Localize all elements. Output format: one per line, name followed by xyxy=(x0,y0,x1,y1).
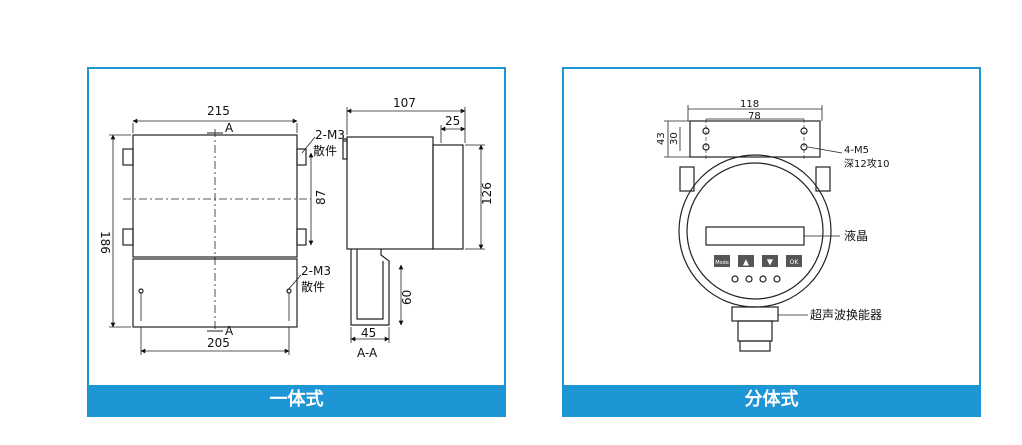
callout-lower-screw: 2-M3 xyxy=(301,264,331,278)
dim-60: 60 xyxy=(400,290,414,305)
mounting-bracket xyxy=(689,120,821,158)
callout-lcd: 液晶 xyxy=(844,228,868,243)
meter-housing-outer xyxy=(678,154,832,308)
dim-30: 30 xyxy=(669,132,680,145)
dim-186: 186 xyxy=(98,231,112,254)
section-a-bottom: A xyxy=(225,324,234,338)
callout-holes: 4-M5 xyxy=(844,145,869,156)
callout-lower-part: 散件 xyxy=(301,279,325,294)
integrated-drawing: 215 205 186 87 A A 2-M3 散件 2-M3 散件 107 2… xyxy=(98,96,494,360)
section-a-top: A xyxy=(225,121,234,135)
dim-87: 87 xyxy=(314,190,328,205)
side-body xyxy=(346,136,434,250)
callout-upper-part: 散件 xyxy=(313,143,337,158)
integrated-caption: 一体式 xyxy=(89,385,504,415)
callout-sensor: 超声波换能器 xyxy=(810,307,882,322)
dim-205: 205 xyxy=(207,336,230,350)
dim-118: 118 xyxy=(740,99,759,110)
meter-housing-inner xyxy=(686,162,824,300)
callout-upper-screw: 2-M3 xyxy=(315,128,345,142)
dim-215: 215 xyxy=(207,104,230,118)
mode-button-label: Mode xyxy=(715,260,729,266)
mode-button[interactable] xyxy=(714,255,730,267)
down-arrow-icon: ▼ xyxy=(767,258,774,267)
section-label-aa: A-A xyxy=(357,346,378,360)
split-drawing: Mode ▲ ▼ OK 118 78 43 30 4-M5 深12攻10 液晶 … xyxy=(656,99,889,352)
dim-43: 43 xyxy=(656,132,667,145)
dim-126: 126 xyxy=(480,182,494,205)
callout-holes-depth: 深12攻10 xyxy=(844,157,889,170)
dim-78: 78 xyxy=(748,111,761,122)
dim-107: 107 xyxy=(393,96,416,110)
down-button[interactable] xyxy=(762,255,778,267)
lcd-window xyxy=(705,226,805,246)
up-button[interactable] xyxy=(738,255,754,267)
up-arrow-icon: ▲ xyxy=(743,258,750,267)
dim-25: 25 xyxy=(445,114,460,128)
split-card: Mode ▲ ▼ OK 118 78 43 30 4-M5 深12攻10 液晶 … xyxy=(562,67,981,417)
sensor-gland xyxy=(731,306,779,322)
integrated-card: 215 205 186 87 A A 2-M3 散件 2-M3 散件 107 2… xyxy=(87,67,506,417)
keypad: Mode ▲ ▼ OK xyxy=(714,255,802,267)
dim-45: 45 xyxy=(361,326,376,340)
ok-button[interactable] xyxy=(786,255,802,267)
split-caption: 分体式 xyxy=(564,385,979,415)
ok-button-label: OK xyxy=(790,259,800,266)
